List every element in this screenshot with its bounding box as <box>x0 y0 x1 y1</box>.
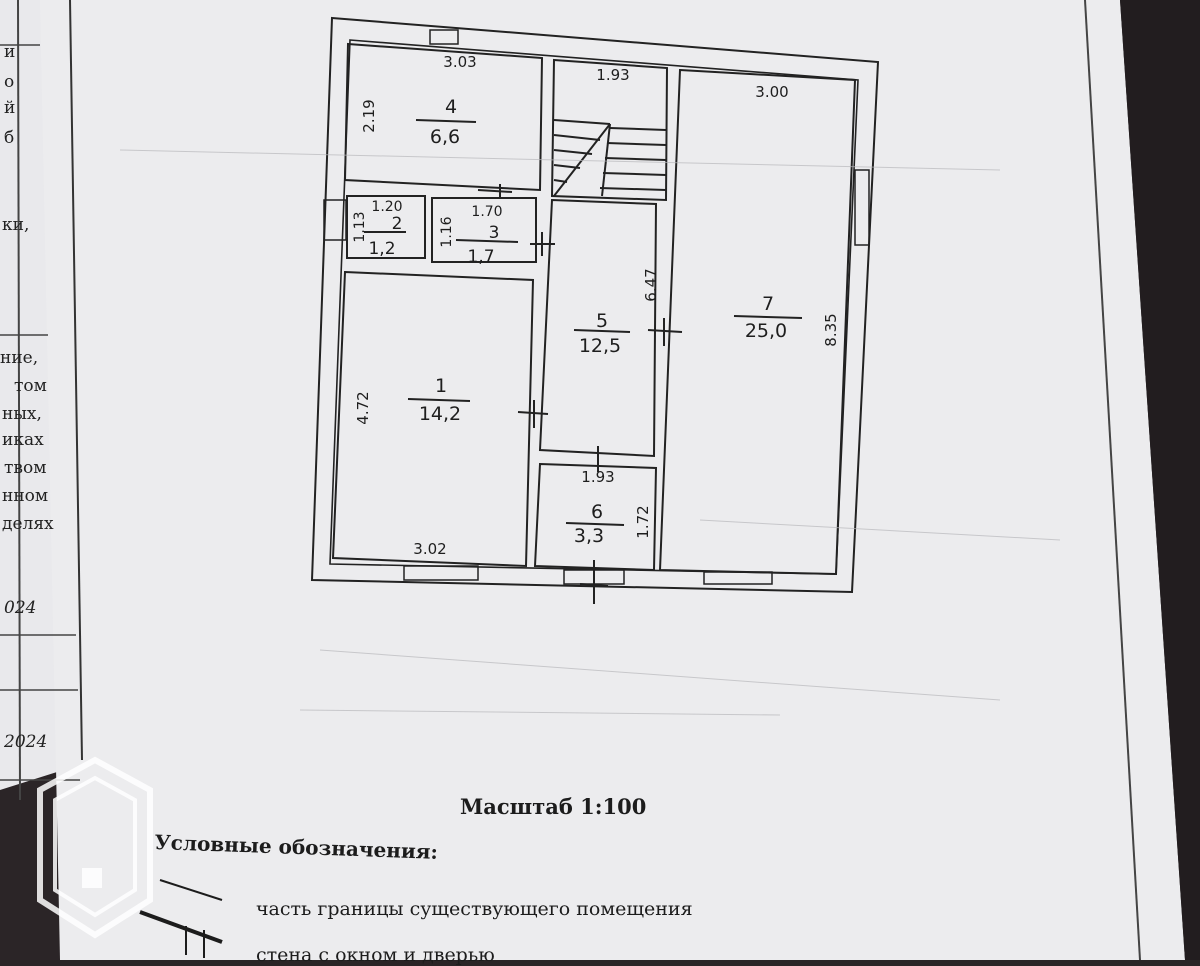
left-page-fragment: нном <box>2 486 49 506</box>
room-7-area: 25,0 <box>745 320 787 342</box>
room-7-number: 7 <box>762 293 774 315</box>
outer-wall <box>310 16 880 594</box>
legend-item-boundary: часть границы существующего помещения <box>256 898 693 920</box>
window-west <box>323 199 347 241</box>
left-page-fragment: 024 <box>4 598 37 618</box>
dim-room1-width: 3.02 <box>413 540 446 558</box>
left-page-fragment: ки, <box>2 215 30 235</box>
dim-room4-height: 2.19 <box>360 99 378 132</box>
legend-item-wall: стена с окном и дверью <box>256 944 495 966</box>
room-7-outline <box>658 68 857 576</box>
left-page-fragment: делях <box>2 514 54 534</box>
left-page-fragment: иках <box>2 430 44 450</box>
left-page-fragment: ных, <box>2 404 42 424</box>
dim-room2-height: 1.13 <box>352 211 368 242</box>
window-south-3 <box>703 571 773 585</box>
room-4-number: 4 <box>445 96 457 118</box>
dim-room6-width: 1.93 <box>581 468 614 486</box>
window-north <box>429 29 459 45</box>
dim-room7-width: 3.00 <box>755 83 788 101</box>
left-page-fragment: 2024 <box>4 732 48 752</box>
left-page-fragment: о <box>4 72 15 92</box>
room-4-outline <box>343 42 544 192</box>
room-3-outline <box>431 197 537 263</box>
dim-room1-height: 4.72 <box>354 391 372 424</box>
dim-room3-height: 1.16 <box>439 216 455 247</box>
room-6-number: 6 <box>591 501 603 523</box>
scale-label: Масштаб 1:100 <box>460 794 647 819</box>
dim-room7-height: 8.35 <box>822 313 840 346</box>
left-page-fragment: ние, <box>0 348 39 368</box>
window-east <box>854 169 870 246</box>
dim-stair-width: 1.93 <box>596 66 629 84</box>
room-3-number: 3 <box>489 223 500 243</box>
left-page-fragment: и <box>4 42 16 62</box>
room-1-area: 14,2 <box>419 403 461 425</box>
room-2-area: 1,2 <box>368 239 395 259</box>
room-5-area: 12,5 <box>579 335 621 357</box>
room-2-outline <box>346 195 426 259</box>
left-page-fragment: твом <box>4 458 47 478</box>
dim-room5-height: 6.47 <box>642 268 660 301</box>
window-south-1 <box>403 565 479 581</box>
left-page-fragment: б <box>4 128 15 148</box>
room-5-number: 5 <box>596 310 608 332</box>
dim-room3-width: 1.70 <box>471 204 502 220</box>
room-2-number: 2 <box>392 214 403 234</box>
room-3-area: 1,7 <box>467 247 494 267</box>
stair-area <box>550 58 669 202</box>
room-5-outline <box>538 198 658 458</box>
dim-room2-width: 1.20 <box>371 199 402 215</box>
left-page-fragment: том <box>14 376 47 396</box>
room-1-number: 1 <box>435 375 447 397</box>
watermark-logo <box>37 756 153 939</box>
dim-room6-height: 1.72 <box>634 505 652 538</box>
room-6-area: 3,3 <box>574 525 604 547</box>
room-6-outline <box>533 462 658 572</box>
dim-room4-width: 3.03 <box>443 53 476 71</box>
left-page-fragment: й <box>4 98 16 118</box>
room-4-area: 6,6 <box>430 126 460 148</box>
floor-plan <box>310 16 880 604</box>
legend-symbols <box>139 879 223 958</box>
room-1-outline <box>331 270 535 568</box>
